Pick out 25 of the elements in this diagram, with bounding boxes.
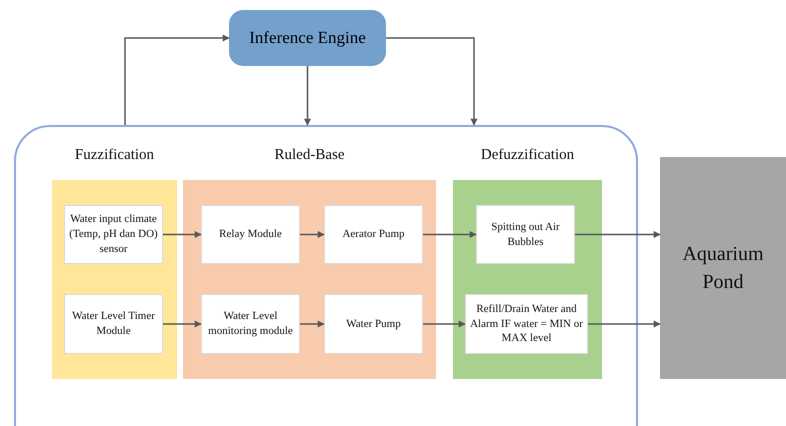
arrow xyxy=(300,231,325,238)
process-box: Water Level Timer Module xyxy=(64,294,163,354)
arrow xyxy=(163,231,202,238)
pond-block: Aquarium Pond xyxy=(660,157,786,379)
process-box: Refill/Drain Water and Alarm IF water = MIN or MAX level xyxy=(465,294,588,354)
arrow xyxy=(163,320,202,328)
arrow xyxy=(124,34,230,125)
process-box: Relay Module xyxy=(201,205,300,264)
panel-heading: Fuzzification xyxy=(74,146,156,165)
arrow xyxy=(575,231,661,238)
arrow xyxy=(304,66,311,126)
panel-heading: Defuzzification xyxy=(480,146,576,165)
panel-heading: Ruled-Base xyxy=(274,146,346,165)
process-box: Water Pump xyxy=(324,294,423,354)
process-box: Aerator Pump xyxy=(324,205,423,264)
process-box: Water input climate (Temp, pH dan DO) sensor xyxy=(64,205,163,264)
arrow xyxy=(588,320,661,328)
process-box: Inference Engine xyxy=(229,10,386,66)
arrow xyxy=(300,320,325,328)
arrow xyxy=(423,320,466,328)
process-box: Spitting out Air Bubbles xyxy=(476,205,575,264)
container-frame xyxy=(14,125,638,426)
arrow xyxy=(423,231,477,238)
process-box: Water Level monitoring module xyxy=(201,294,300,354)
arrow xyxy=(386,37,478,126)
